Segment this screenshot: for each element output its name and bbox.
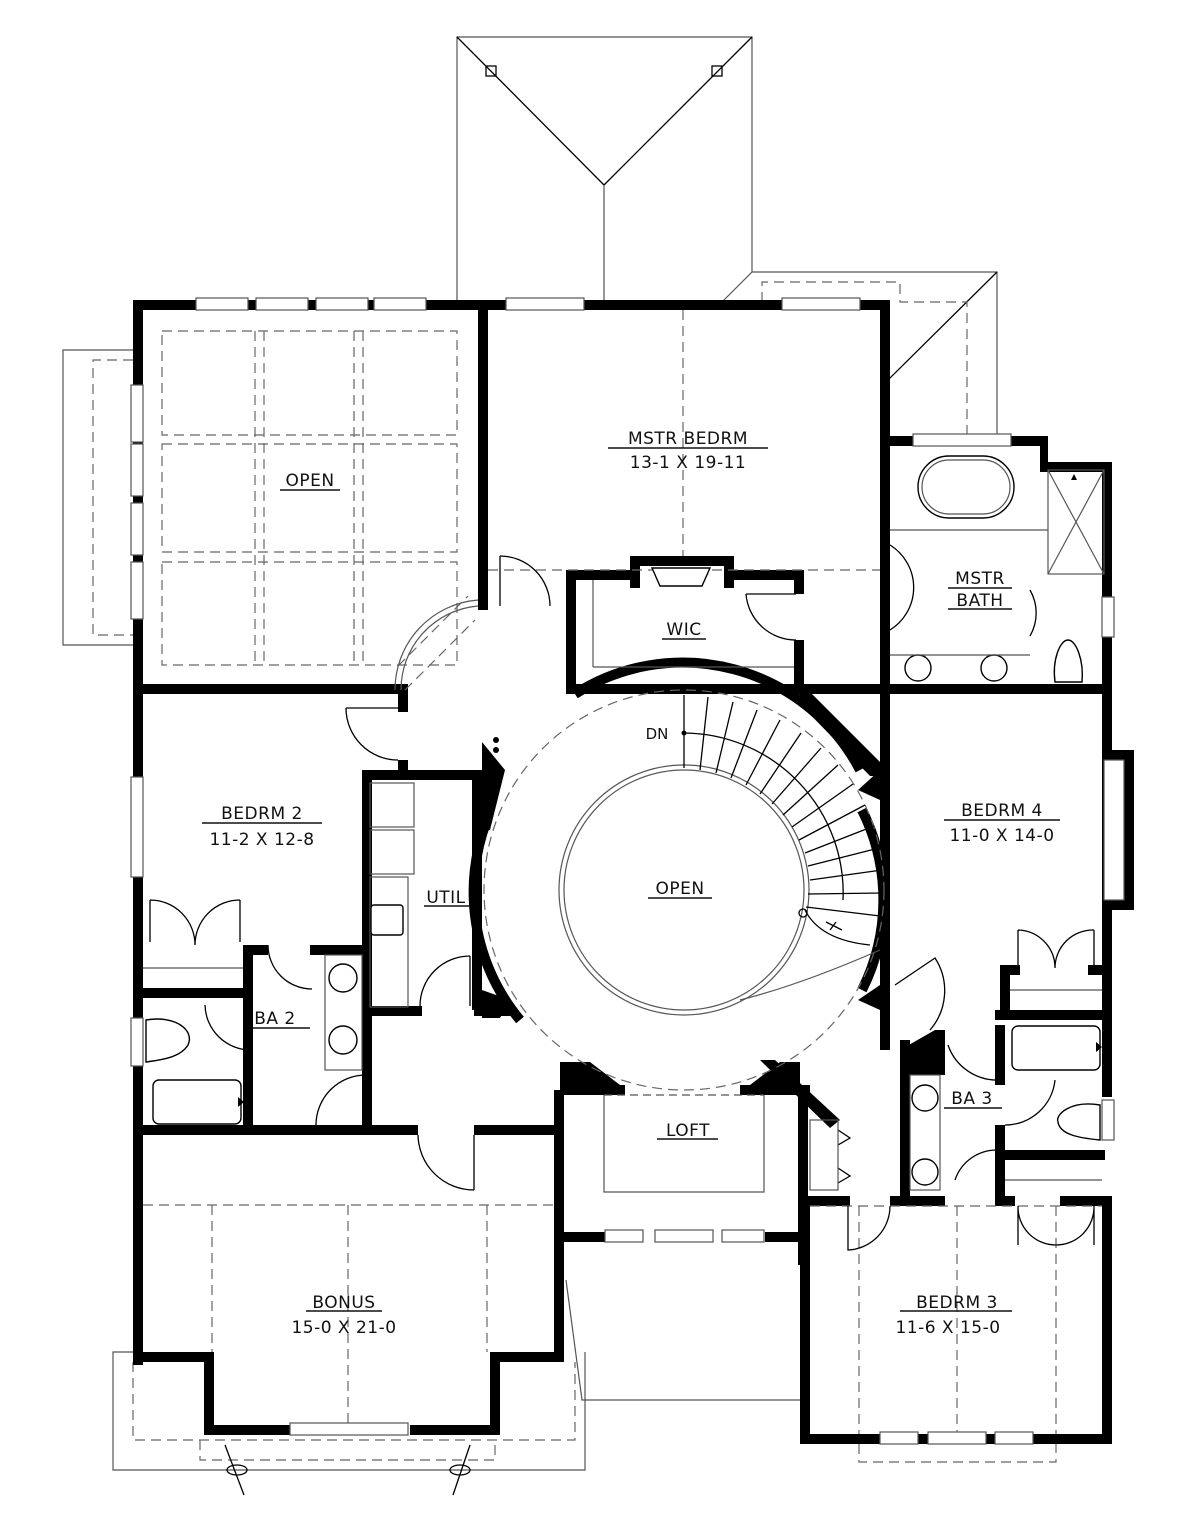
room-label-master-bedroom: MSTR BEDRM 13-1 X 19-11 (608, 429, 768, 473)
svg-text:BATH: BATH (956, 591, 1003, 611)
svg-text:BEDRM 3: BEDRM 3 (916, 1293, 998, 1313)
svg-text:BEDRM 2: BEDRM 2 (221, 804, 303, 824)
room-label-master-bath: MSTR BATH (948, 569, 1012, 611)
svg-text:OPEN: OPEN (285, 471, 334, 491)
room-label-bath-3: BA 3 (944, 1089, 1002, 1109)
room-label-open-center: OPEN (648, 879, 712, 899)
open-ceiling-grid (161, 330, 479, 691)
svg-text:BEDRM 4: BEDRM 4 (961, 801, 1043, 821)
svg-text:BA 2: BA 2 (254, 1009, 296, 1029)
room-label-bedroom-4: BEDRM 4 11-0 X 14-0 (944, 801, 1060, 846)
roof-outline (62, 36, 998, 1496)
svg-text:13-1 X 19-11: 13-1 X 19-11 (630, 453, 746, 473)
rotunda (397, 595, 889, 1091)
svg-text:11-6 X 15-0: 11-6 X 15-0 (895, 1318, 1000, 1338)
room-label-utility: UTIL (424, 888, 470, 908)
svg-text:11-0 X 14-0: 11-0 X 14-0 (949, 826, 1054, 846)
fixtures (143, 455, 1105, 1193)
room-label-open-upper-left: OPEN (280, 471, 340, 491)
svg-text:MSTR BEDRM: MSTR BEDRM (628, 429, 748, 449)
room-label-bonus: BONUS 15-0 X 21-0 (291, 1293, 396, 1338)
stair-direction-label: DN (646, 725, 669, 743)
room-label-wic: WIC (662, 620, 706, 640)
windows (130, 297, 1125, 1445)
svg-text:11-2 X 12-8: 11-2 X 12-8 (209, 830, 314, 850)
svg-text:DN: DN (646, 725, 669, 743)
svg-text:15-0 X 21-0: 15-0 X 21-0 (291, 1318, 396, 1338)
svg-text:WIC: WIC (666, 620, 701, 640)
svg-text:BA 3: BA 3 (951, 1089, 993, 1109)
svg-text:BONUS: BONUS (312, 1293, 375, 1313)
svg-text:OPEN: OPEN (655, 879, 704, 899)
doors (149, 544, 1095, 1251)
room-label-loft: LOFT (657, 1121, 718, 1141)
svg-text:UTIL: UTIL (426, 888, 465, 908)
room-label-bedroom-2: BEDRM 2 11-2 X 12-8 (202, 804, 322, 850)
svg-text:MSTR: MSTR (955, 569, 1005, 589)
room-label-bedroom-3: BEDRM 3 11-6 X 15-0 (895, 1293, 1012, 1338)
room-label-bath-2: BA 2 (252, 1009, 310, 1029)
spiral-stair (681, 695, 883, 1001)
svg-text:LOFT: LOFT (666, 1121, 710, 1141)
